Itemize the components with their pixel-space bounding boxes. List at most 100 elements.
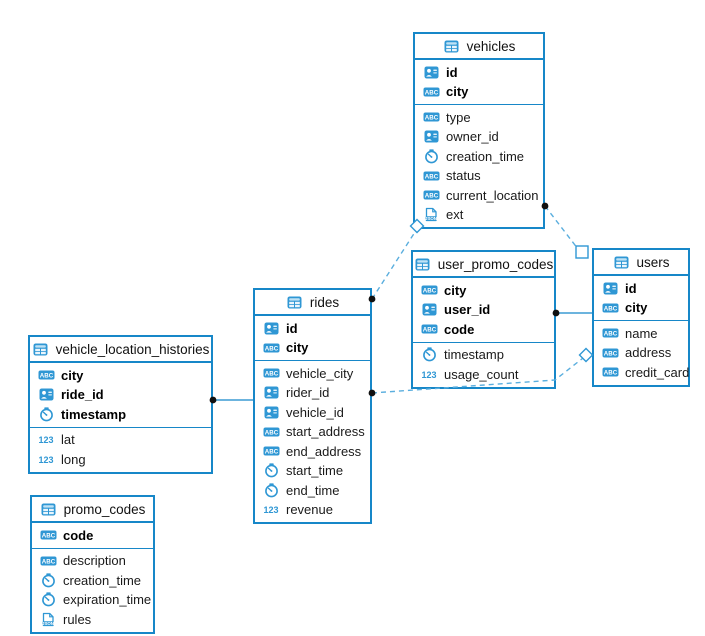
column-label: vehicle_city: [286, 365, 354, 381]
svg-text:123: 123: [38, 455, 53, 465]
column-long[interactable]: 123 long: [37, 450, 207, 470]
column-label: start_time: [286, 463, 344, 479]
column-timestamp[interactable]: timestamp: [420, 345, 550, 365]
table-header[interactable]: vehicles: [415, 34, 543, 60]
svg-text:ABC: ABC: [39, 373, 53, 380]
column-label: description: [63, 553, 126, 569]
column-vehicle_city[interactable]: ABC vehicle_city: [262, 364, 366, 384]
column-label: creation_time: [63, 572, 142, 588]
column-revenue[interactable]: 123 revenue: [262, 500, 366, 520]
column-description[interactable]: ABC description: [39, 551, 149, 571]
time-icon: [39, 592, 57, 607]
column-lat[interactable]: 123 lat: [37, 430, 207, 450]
person-id-icon: [601, 282, 619, 295]
table-header[interactable]: user_promo_codes: [413, 252, 554, 278]
column-code[interactable]: ABC code: [39, 526, 149, 546]
column-vehicle_id[interactable]: vehicle_id: [262, 403, 366, 423]
column-end_address[interactable]: ABC end_address: [262, 442, 366, 462]
column-name[interactable]: ABC name: [601, 324, 684, 344]
person-id-icon: [37, 388, 55, 401]
column-ride_id[interactable]: ride_id: [37, 385, 207, 405]
table-header[interactable]: rides: [255, 290, 370, 316]
column-city[interactable]: ABC city: [37, 366, 207, 386]
column-label: address: [625, 345, 672, 361]
columns-section: timestamp 123 usage_count: [413, 343, 554, 387]
table-users[interactable]: users id ABC city ABC name ABC address A…: [592, 248, 690, 387]
column-rider_id[interactable]: rider_id: [262, 383, 366, 403]
table-icon: [286, 296, 304, 309]
table-icon: [40, 503, 58, 516]
column-user_id[interactable]: user_id: [420, 300, 550, 320]
table-header[interactable]: users: [594, 250, 688, 276]
column-label: city: [625, 300, 648, 316]
column-ext[interactable]: JSON ext: [422, 205, 539, 225]
column-id[interactable]: id: [262, 319, 366, 339]
column-credit_card[interactable]: ABC credit_card: [601, 363, 689, 383]
column-label: timestamp: [61, 406, 127, 422]
time-icon: [39, 573, 57, 588]
column-label: rules: [63, 611, 92, 627]
time-icon: [262, 483, 280, 498]
text-icon: ABC: [262, 343, 280, 353]
column-rules[interactable]: JSON rules: [39, 610, 149, 630]
column-label: vehicle_id: [286, 404, 344, 420]
column-label: code: [444, 321, 475, 337]
column-label: lat: [61, 432, 75, 448]
column-creation_time[interactable]: creation_time: [422, 147, 539, 167]
person-id-icon: [262, 406, 280, 419]
time-icon: [262, 463, 280, 478]
svg-text:ABC: ABC: [424, 173, 438, 180]
number-icon: 123: [262, 504, 280, 515]
svg-text:ABC: ABC: [264, 345, 278, 352]
column-address[interactable]: ABC address: [601, 343, 684, 363]
table-header[interactable]: promo_codes: [32, 497, 153, 523]
table-vehicles[interactable]: vehicles id ABC city ABC type owner_id c…: [413, 32, 545, 229]
relation-user_promo_codes-users[interactable]: [552, 309, 592, 317]
column-label: city: [286, 340, 309, 356]
text-icon: ABC: [601, 303, 619, 313]
table-header[interactable]: vehicle_location_histories: [30, 337, 211, 363]
column-label: id: [446, 64, 458, 80]
primary-key-section: ABC city user_id ABC code: [413, 278, 554, 343]
table-icon: [443, 40, 461, 53]
column-code[interactable]: ABC code: [420, 320, 550, 340]
time-icon: [420, 347, 438, 362]
column-creation_time[interactable]: creation_time: [39, 571, 149, 591]
column-label: id: [286, 320, 298, 336]
column-usage_count[interactable]: 123 usage_count: [420, 365, 550, 385]
primary-key-section: ABC code: [32, 523, 153, 549]
column-city[interactable]: ABC city: [262, 338, 366, 358]
table-title: vehicle_location_histories: [55, 341, 210, 357]
table-title: users: [636, 254, 670, 270]
column-type[interactable]: ABC type: [422, 108, 539, 128]
column-city[interactable]: ABC city: [422, 82, 539, 102]
table-rides[interactable]: rides id ABC city ABC vehicle_city rider…: [253, 288, 372, 524]
column-city[interactable]: ABC city: [420, 281, 550, 301]
column-status[interactable]: ABC status: [422, 166, 539, 186]
column-current_location[interactable]: ABC current_location: [422, 186, 539, 206]
column-start_time[interactable]: start_time: [262, 461, 366, 481]
column-city[interactable]: ABC city: [601, 298, 684, 318]
column-end_time[interactable]: end_time: [262, 481, 366, 501]
text-icon: ABC: [37, 370, 55, 380]
column-id[interactable]: id: [422, 63, 539, 83]
column-start_address[interactable]: ABC start_address: [262, 422, 366, 442]
column-owner_id[interactable]: owner_id: [422, 127, 539, 147]
column-label: usage_count: [444, 366, 519, 382]
table-promo-codes[interactable]: promo_codes ABC code ABC description cre…: [30, 495, 155, 634]
column-id[interactable]: id: [601, 279, 684, 299]
text-icon: ABC: [262, 446, 280, 456]
column-timestamp[interactable]: timestamp: [37, 405, 207, 425]
svg-text:ABC: ABC: [424, 193, 438, 200]
column-expiration_time[interactable]: expiration_time: [39, 590, 151, 610]
svg-text:ABC: ABC: [264, 371, 278, 378]
column-label: credit_card: [625, 364, 690, 380]
table-user-promo-codes[interactable]: user_promo_codes ABC city user_id ABC co…: [411, 250, 556, 389]
relation-vehicle_location_histories-rides[interactable]: [209, 396, 253, 404]
table-icon: [32, 343, 50, 356]
column-label: current_location: [446, 187, 539, 203]
primary-key-section: ABC city ride_id timestamp: [30, 363, 211, 428]
column-label: name: [625, 325, 658, 341]
table-vehicle-location-histories[interactable]: vehicle_location_histories ABC city ride…: [28, 335, 213, 474]
